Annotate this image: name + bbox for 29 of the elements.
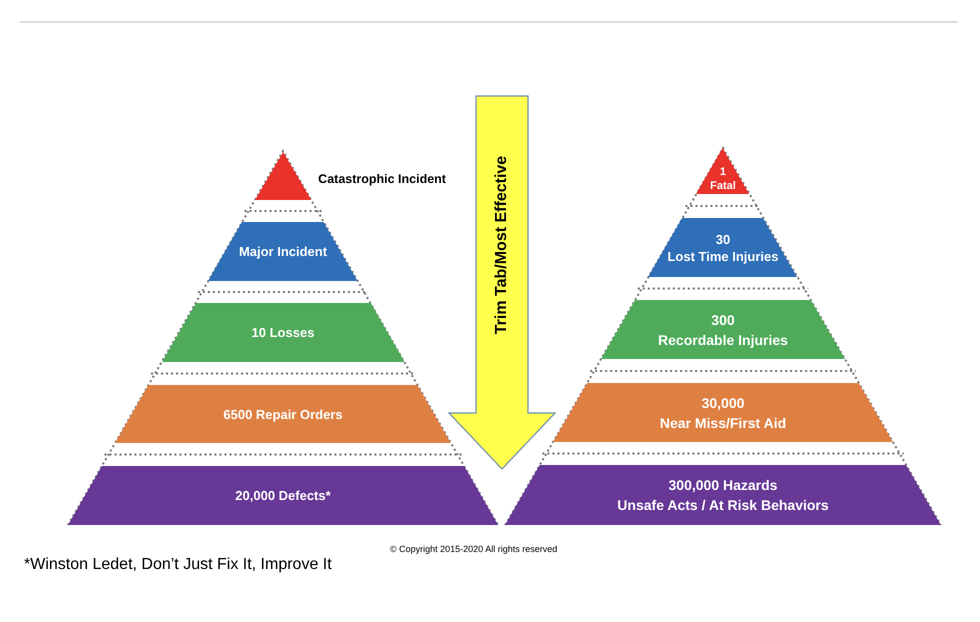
layer-caption: Catastrophic Incident [318,172,446,186]
pyramid-layer [648,218,798,277]
pyramid-layer [553,383,893,442]
layer-count: 300 [711,310,735,330]
pyramid-layer [208,222,358,281]
footnote: *Winston Ledet, Don’t Just Fix It, Improve It [24,556,332,574]
pyramid-layer [505,465,941,525]
pyramid-layer [162,303,404,362]
layer-label: 20,000 Defects* [235,487,331,504]
layer-label: Lost Time Injuries [667,248,778,264]
layer-label: Recordable Injuries [658,330,788,350]
layer-label: Fatal [710,179,736,193]
layer-label: Near Miss/First Aid [660,414,786,432]
pyramid-top-triangle [254,152,312,200]
layer-label: 6500 Repair Orders [223,406,343,422]
pyramid-layer [601,300,845,359]
layer-count: 300,000 Hazards [668,476,778,495]
copyright-note: © Copyright 2015-2020 All rights reserved [390,544,558,554]
layer-count: 30,000 [702,394,744,412]
arrow-label: Trim Tab/Most Effective [493,156,511,334]
layer-label: 10 Losses [252,324,314,341]
down-arrow-band [448,95,556,470]
pyramid-layer [68,466,498,525]
layer-count: 30 [716,230,730,248]
layer-label: Unsafe Acts / At Risk Behaviors [617,496,829,515]
layer-label: Major Incident [238,243,328,260]
pyramid-layer [115,385,451,443]
layer-count: 1 [720,165,726,179]
pyramid-top-triangle [696,148,750,194]
